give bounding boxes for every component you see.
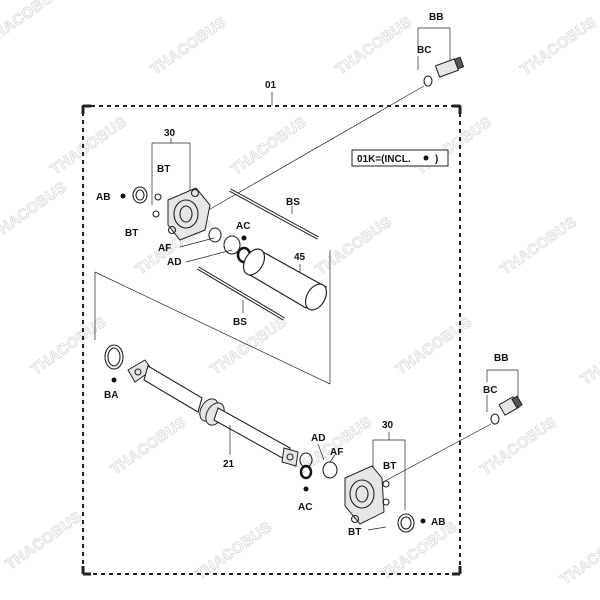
n30-top-label: 30 xyxy=(164,128,176,139)
kit-note-text: 01K=(INCL. xyxy=(357,154,411,165)
watermark: THACOBUS xyxy=(228,113,311,178)
seal-ab-icon xyxy=(132,186,148,204)
tie-rods xyxy=(197,188,319,321)
ad-right-label: AD xyxy=(311,433,325,444)
bt-bottom-a-label: BT xyxy=(383,461,396,472)
ac-left-label: AC xyxy=(236,221,250,232)
washer-icon xyxy=(382,480,390,488)
washer-icon xyxy=(382,498,390,506)
watermark: THACOBUS xyxy=(0,0,65,48)
watermark: THACOBUS xyxy=(28,313,111,378)
bc-right-label: BC xyxy=(483,385,497,396)
watermark: THACOBUS xyxy=(478,413,561,478)
watermark: THACOBUS xyxy=(498,213,581,278)
bb-top-label: BB xyxy=(429,12,443,23)
watermark: THACOBUS xyxy=(578,323,600,388)
watermark: THACOBUS xyxy=(108,413,191,478)
bt-bottom-b-label: BT xyxy=(348,527,361,538)
watermark: THACOBUS xyxy=(413,113,496,178)
bs-lower-label: BS xyxy=(233,317,247,328)
bullet-icon xyxy=(241,235,247,241)
watermark: THACOBUS xyxy=(48,113,131,178)
barrel-45 xyxy=(242,248,328,311)
n45-label: 45 xyxy=(294,252,306,263)
assembly-label: 01 xyxy=(265,80,277,91)
bolt-icon xyxy=(190,188,200,198)
ab-left-label: AB xyxy=(96,192,110,203)
kit-note-box: 01K=(INCL. ) xyxy=(351,149,449,167)
bt-top-b-label: BT xyxy=(125,228,138,239)
bullet-icon xyxy=(303,486,309,492)
af-right-label: AF xyxy=(330,447,343,458)
bc-top-label: BC xyxy=(417,45,431,56)
ab-right-label: AB xyxy=(431,517,445,528)
o-ring-icon xyxy=(490,413,500,425)
washer-icon xyxy=(152,210,160,218)
washer-icon xyxy=(154,193,162,201)
watermark: THACOBUS xyxy=(148,13,231,78)
ad-left-label: AD xyxy=(167,257,181,268)
bullet-icon xyxy=(423,155,429,161)
bs-upper-label: BS xyxy=(286,197,300,208)
bolt-icon xyxy=(167,225,177,235)
n30-bottom-label: 30 xyxy=(382,420,394,431)
watermark: THACOBUS xyxy=(3,508,86,573)
seal-ba-icon xyxy=(104,344,124,370)
bolt-icon xyxy=(350,514,360,524)
fitting-right xyxy=(371,369,523,489)
fitting-top xyxy=(204,27,465,213)
inner-frame-lines xyxy=(94,250,331,385)
af-left-label: AF xyxy=(158,243,171,254)
watermark: THACOBUS xyxy=(333,13,416,78)
bb-right-label: BB xyxy=(494,353,508,364)
watermark: THACOBUS xyxy=(558,523,600,588)
watermark: THACOBUS xyxy=(518,13,600,78)
watermark: THACOBUS xyxy=(313,213,396,278)
bullet-icon xyxy=(420,518,426,524)
watermark: THACOBUS xyxy=(393,313,476,378)
ba-label: BA xyxy=(104,390,118,401)
watermark: THACOBUS xyxy=(0,178,70,243)
o-ring-icon xyxy=(423,75,433,87)
watermark: THACOBUS xyxy=(293,413,376,478)
n21-label: 21 xyxy=(223,459,235,470)
seal-ab-icon xyxy=(397,513,415,533)
bullet-icon xyxy=(111,377,117,383)
gland-top xyxy=(120,138,252,264)
piston-rod-21 xyxy=(104,344,299,467)
assembly-frame xyxy=(81,92,462,576)
bt-top-a-label: BT xyxy=(157,164,170,175)
bullet-icon xyxy=(120,193,126,199)
ac-right-label: AC xyxy=(298,502,312,513)
kit-note-close: ) xyxy=(435,154,438,165)
gland-bottom xyxy=(299,432,426,533)
watermark: THACOBUS xyxy=(208,313,291,378)
